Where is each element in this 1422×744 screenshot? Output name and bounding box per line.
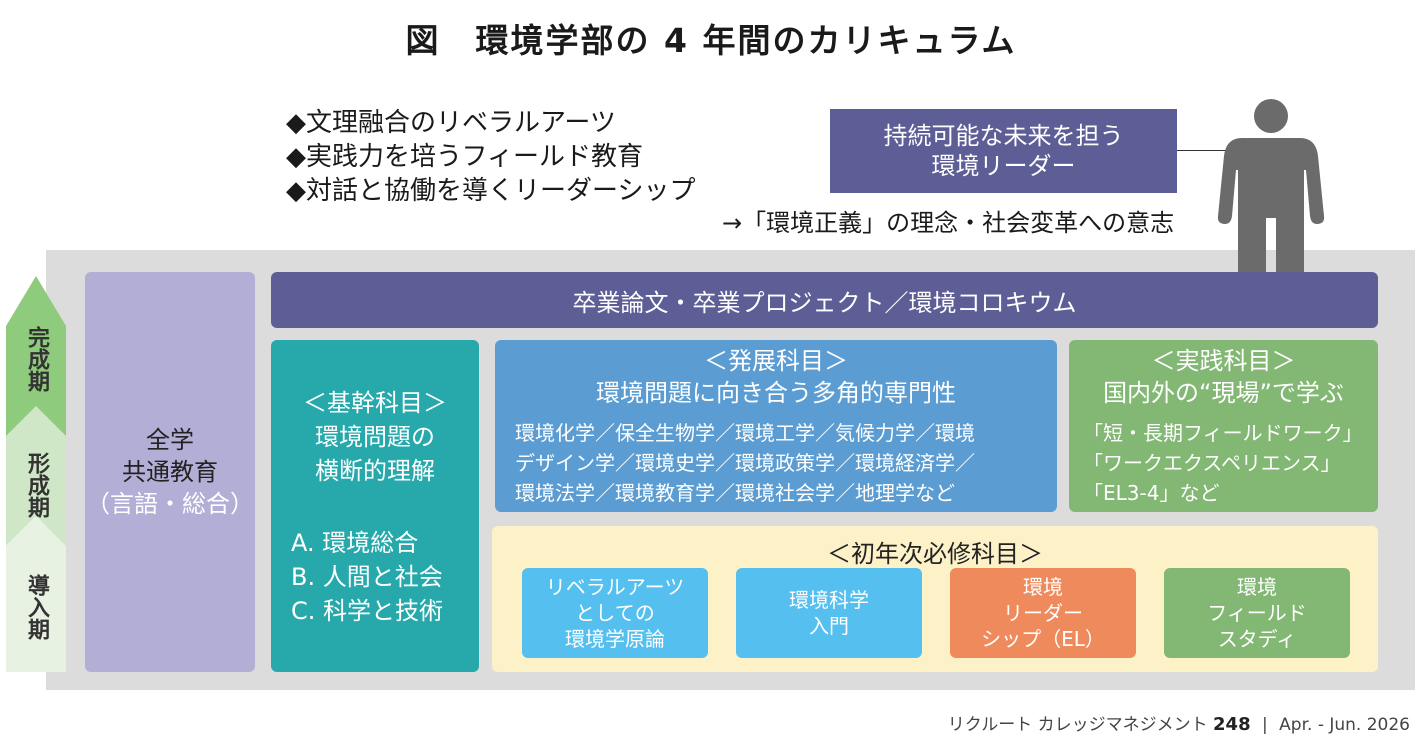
course-line: リベラルアーツ bbox=[545, 575, 685, 599]
person-icon bbox=[1217, 99, 1325, 276]
graduation-bar: 卒業論文・卒業プロジェクト／環境コロキウム bbox=[271, 272, 1378, 328]
development-list: 環境化学／保全生物学／環境工学／気候力学／環境 デザイン学／環境史学／環境政策学… bbox=[515, 418, 975, 508]
core-heading: ＜基幹科目＞ bbox=[303, 389, 447, 417]
stage-label-formation: 形成期 bbox=[6, 452, 66, 525]
practice-line: 「ワークエクスペリエンス」 bbox=[1083, 451, 1341, 475]
development-subheading: 環境問題に向き合う多角的専門性 bbox=[596, 379, 956, 407]
stage-label-introduction: 導入期 bbox=[6, 574, 66, 647]
course-line: シップ（EL） bbox=[981, 627, 1105, 651]
feature-item: ◆実践力を培うフィールド教育 bbox=[286, 142, 643, 172]
first-year-block: ＜初年次必修科目＞ リベラルアーツ としての 環境学原論 環境科学 入門 環境 … bbox=[492, 526, 1378, 672]
practice-subheading: 国内外の“現場”で学ぶ bbox=[1103, 379, 1344, 407]
course-box-liberal-arts: リベラルアーツ としての 環境学原論 bbox=[522, 568, 708, 658]
development-line: デザイン学／環境史学／環境政策学／環境経済学／ bbox=[515, 451, 975, 475]
common-line-2: 共通教育 bbox=[122, 458, 218, 486]
core-heading-group: ＜基幹科目＞ 環境問題の 横断的理解 bbox=[271, 386, 479, 488]
core-item: A. 環境総合 bbox=[291, 529, 419, 557]
stage-arrow: 完成期 形成期 導入期 bbox=[6, 276, 66, 672]
practice-list: 「短・長期フィールドワーク」 「ワークエクスペリエンス」 「EL3-4」など bbox=[1083, 418, 1363, 508]
practice-subjects-block: ＜実践科目＞ 国内外の“現場”で学ぶ 「短・長期フィールドワーク」 「ワークエク… bbox=[1069, 340, 1378, 512]
practice-heading: ＜実践科目＞ bbox=[1151, 347, 1296, 375]
core-subjects-block: ＜基幹科目＞ 環境問題の 横断的理解 A. 環境総合 B. 人間と社会 C. 科… bbox=[271, 340, 479, 672]
goal-line-2: 環境リーダー bbox=[931, 152, 1076, 180]
footer-separator: | bbox=[1262, 715, 1268, 735]
stage-text: 形成期 bbox=[24, 452, 49, 518]
development-heading: ＜発展科目＞ bbox=[704, 347, 848, 375]
course-line: 環境学原論 bbox=[565, 627, 665, 651]
development-line: 環境化学／保全生物学／環境工学／気候力学／環境 bbox=[515, 421, 975, 445]
goal-box: 持続可能な未来を担う 環境リーダー bbox=[830, 109, 1177, 193]
practice-line: 「EL3-4」など bbox=[1083, 481, 1220, 505]
footer-issue: 248 bbox=[1213, 714, 1251, 735]
core-item: C. 科学と技術 bbox=[291, 597, 444, 625]
course-box-env-science: 環境科学 入門 bbox=[736, 568, 922, 658]
footer-publication: リクルート カレッジマネジメント bbox=[947, 715, 1208, 735]
feature-item: ◆対話と協働を導くリーダーシップ bbox=[286, 176, 696, 206]
practice-line: 「短・長期フィールドワーク」 bbox=[1083, 421, 1363, 445]
development-subjects-block: ＜発展科目＞ 環境問題に向き合う多角的専門性 環境化学／保全生物学／環境工学／気… bbox=[495, 340, 1057, 512]
stage-text: 導入期 bbox=[24, 574, 49, 640]
connector-line bbox=[1177, 150, 1245, 151]
course-line: 入門 bbox=[809, 614, 849, 638]
feature-list: ◆文理融合のリベラルアーツ ◆実践力を培うフィールド教育 ◆対話と協働を導くリー… bbox=[286, 106, 695, 208]
goal-line-1: 持続可能な未来を担う bbox=[883, 122, 1124, 150]
course-line: 環境科学 bbox=[789, 588, 869, 612]
feature-item: ◆文理融合のリベラルアーツ bbox=[286, 108, 616, 138]
figure-title: 図 環境学部の 4 年間のカリキュラム bbox=[405, 21, 1017, 60]
course-box-field-study: 環境 フィールド スタディ bbox=[1164, 568, 1350, 658]
course-line: リーダー bbox=[1003, 601, 1083, 625]
common-education-block: 全学 共通教育 （言語・総合） bbox=[85, 272, 255, 672]
course-line: 環境 bbox=[1237, 575, 1277, 599]
common-line-1: 全学 bbox=[146, 426, 194, 454]
first-year-heading: ＜初年次必修科目＞ bbox=[827, 540, 1043, 568]
course-box-leadership: 環境 リーダー シップ（EL） bbox=[950, 568, 1136, 658]
stage-arrow-shape bbox=[6, 276, 66, 672]
stage-label-completion: 完成期 bbox=[6, 326, 66, 399]
common-line-3: （言語・総合） bbox=[86, 490, 254, 518]
stage-text: 完成期 bbox=[24, 326, 49, 392]
footer-credit: リクルート カレッジマネジメント 248 | Apr. - Jun. 2026 bbox=[948, 710, 1410, 735]
goal-note: →「環境正義」の理念・社会変革への意志 bbox=[722, 209, 1175, 237]
core-line-2: 横断的理解 bbox=[315, 457, 435, 485]
course-line: としての bbox=[575, 601, 655, 625]
development-line: 環境法学／環境教育学／環境社会学／地理学など bbox=[515, 481, 955, 505]
course-line: スタディ bbox=[1217, 627, 1297, 651]
footer-date: Apr. - Jun. 2026 bbox=[1279, 715, 1410, 735]
course-line: 環境 bbox=[1023, 575, 1063, 599]
core-item: B. 人間と社会 bbox=[291, 563, 443, 591]
course-line: フィールド bbox=[1207, 601, 1307, 625]
core-items: A. 環境総合 B. 人間と社会 C. 科学と技術 bbox=[291, 526, 443, 628]
core-line-1: 環境問題の bbox=[315, 423, 435, 451]
